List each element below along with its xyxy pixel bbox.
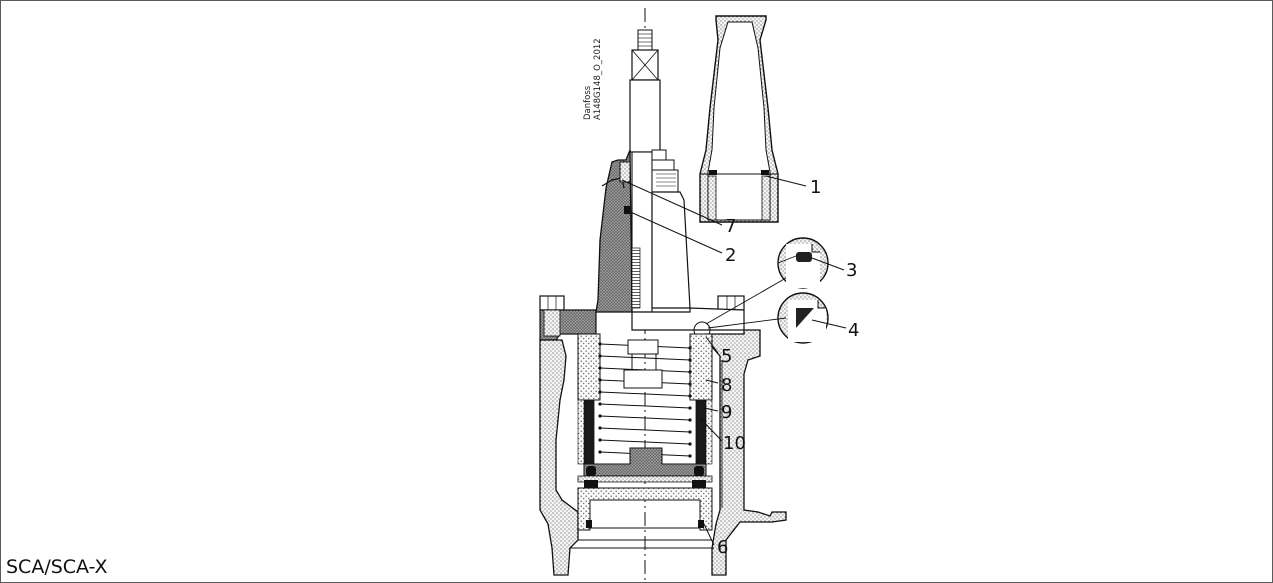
- callout-2: 2: [725, 245, 736, 266]
- callout-6: 6: [717, 537, 728, 558]
- bonnet: [595, 149, 691, 313]
- bonnet-flange: [539, 295, 745, 341]
- callout-9: 9: [721, 402, 732, 423]
- product-caption: SCA/SCA-X: [6, 556, 108, 578]
- callout-4: 4: [848, 320, 859, 341]
- spring-cylinder: [577, 333, 713, 531]
- callout-leaders: [621, 175, 847, 546]
- callout-5: 5: [721, 346, 732, 367]
- detail-3-magnified: [777, 237, 829, 289]
- callout-10: 10: [723, 433, 746, 454]
- valve-housing: [539, 329, 787, 576]
- callout-1: 1: [810, 177, 821, 198]
- detail-4-magnified: [777, 292, 829, 344]
- watermark-code: A148G148_O_2012: [593, 38, 603, 120]
- protective-cap: [699, 15, 779, 223]
- callout-3: 3: [846, 260, 857, 281]
- watermark-brand: Danfoss: [583, 85, 593, 120]
- callout-7: 7: [725, 216, 736, 237]
- callout-8: 8: [721, 375, 732, 396]
